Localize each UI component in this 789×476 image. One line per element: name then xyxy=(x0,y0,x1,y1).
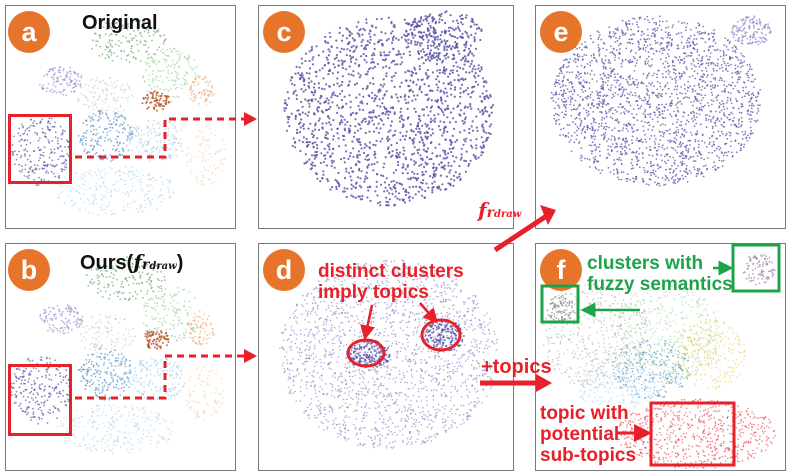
dot-cluster xyxy=(126,357,187,401)
annotation-f-red-line2: potential xyxy=(540,424,620,445)
dot-cluster xyxy=(86,256,166,302)
dashed-arrowhead-b xyxy=(244,349,257,363)
selection-box-b xyxy=(8,364,72,436)
scatter-c xyxy=(283,10,495,207)
dot-cluster xyxy=(578,353,656,414)
annotation-fuzzy-semantics: clusters with fuzzy semantics xyxy=(587,253,733,295)
title-ours-f: f xyxy=(133,250,142,274)
fr-arrow-label: frdraw xyxy=(478,198,521,222)
dot-cluster xyxy=(77,348,132,401)
dot-cluster xyxy=(10,356,72,425)
annotation-sub-topics: topic with potential sub-topics xyxy=(540,403,636,466)
dashed-arrowhead-a xyxy=(244,112,257,126)
dot-cluster xyxy=(39,304,84,335)
title-ours-prefix: Ours( xyxy=(80,252,134,274)
dot-cluster xyxy=(144,329,170,350)
dot-cluster xyxy=(39,66,83,97)
dot-cluster xyxy=(78,313,137,355)
dot-cluster xyxy=(185,365,225,421)
topics-arrow-label: +topics xyxy=(481,356,552,378)
dot-cluster xyxy=(405,10,483,62)
panel-e xyxy=(535,5,786,229)
scatter-e xyxy=(550,15,772,187)
badge-f: f xyxy=(540,249,582,291)
badge-c: c xyxy=(263,11,305,53)
selection-box-a xyxy=(8,114,72,184)
badge-a: a xyxy=(8,11,50,53)
dot-cluster xyxy=(77,77,135,117)
dot-cluster xyxy=(57,166,175,216)
fr-label-sub: draw xyxy=(494,209,522,220)
title-ours-sub: draw xyxy=(149,261,177,272)
dot-cluster xyxy=(283,16,495,207)
badge-d: d xyxy=(263,249,305,291)
dot-cluster xyxy=(142,47,200,104)
fr-label-f: f xyxy=(478,198,487,222)
annotation-d-line1: distinct clusters xyxy=(318,261,464,282)
dot-cluster xyxy=(185,125,226,186)
annotation-f-green-line2: fuzzy semantics xyxy=(587,274,733,295)
annotation-distinct-clusters: distinct clusters imply topics xyxy=(318,261,464,303)
title-ours: Ours(frdraw) xyxy=(80,250,183,275)
annotation-f-red-line1: topic with xyxy=(540,403,629,424)
fr-label-r: r xyxy=(486,205,494,221)
dot-cluster xyxy=(546,294,576,323)
dot-cluster xyxy=(730,15,772,46)
annotation-f-green-line1: clusters with xyxy=(587,253,704,274)
dot-cluster xyxy=(189,75,216,107)
dot-cluster xyxy=(142,286,202,342)
dot-cluster xyxy=(186,313,216,346)
title-ours-r: r xyxy=(141,257,150,273)
dot-cluster xyxy=(11,117,72,187)
dot-cluster xyxy=(56,403,174,455)
title-original: Original xyxy=(82,12,158,34)
dot-cluster xyxy=(676,319,746,390)
annotation-d-line2: imply topics xyxy=(318,282,429,303)
dot-cluster xyxy=(141,90,170,112)
dot-cluster xyxy=(618,398,776,470)
dot-cluster xyxy=(91,18,167,63)
title-ours-suffix: ) xyxy=(176,252,184,274)
dot-cluster xyxy=(550,15,761,187)
annotation-f-red-line3: sub-topics xyxy=(540,445,637,466)
dot-cluster xyxy=(742,254,776,286)
dot-cluster xyxy=(125,119,184,162)
badge-b: b xyxy=(8,249,50,291)
dot-cluster xyxy=(612,339,690,400)
badge-e: e xyxy=(540,11,582,53)
dot-cluster xyxy=(77,109,134,162)
